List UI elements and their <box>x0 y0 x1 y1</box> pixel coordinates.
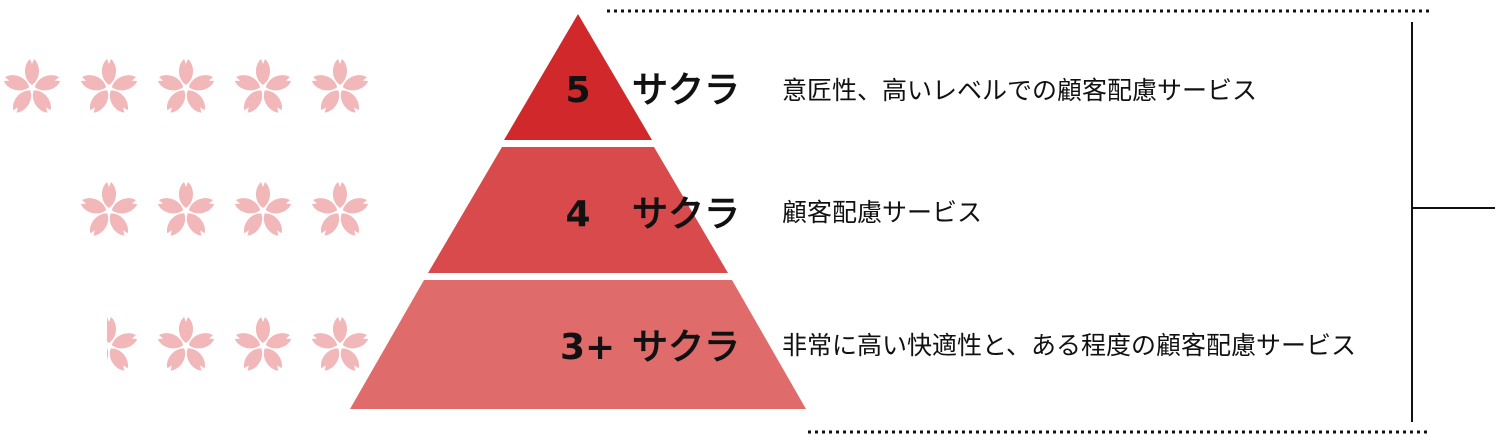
tier-rank-4: 4 <box>565 194 590 235</box>
tier-rank-5: 5 <box>565 70 590 111</box>
tier-5-blossom-rating <box>2 59 370 116</box>
pyramid-tier-top <box>504 14 652 140</box>
sakura-icon <box>233 182 293 239</box>
sakura-icon <box>2 59 62 116</box>
tier-name-4: サクラ <box>632 194 740 235</box>
tier-3plus-blossom-rating <box>79 317 370 374</box>
tier-description-4: 顧客配慮サービス <box>782 198 982 227</box>
sakura-icon <box>310 182 370 239</box>
sakura-icon <box>156 59 216 116</box>
sakura-icon <box>310 317 370 374</box>
sakura-icon <box>233 59 293 116</box>
sakura-icon <box>156 182 216 239</box>
sakura-half-icon <box>79 317 139 374</box>
sakura-icon <box>233 317 293 374</box>
tier-name-5: サクラ <box>632 70 740 111</box>
tier-description-5: 意匠性、高いレベルでの顧客配慮サービス <box>782 76 1257 105</box>
pyramid-tier-middle <box>428 147 728 273</box>
sakura-icon <box>79 182 139 239</box>
tier-description-3plus: 非常に高い快適性と、ある程度の顧客配慮サービス <box>782 331 1356 360</box>
tier-4-blossom-rating <box>79 182 370 239</box>
tier-rank-3plus: 3+ <box>560 327 615 368</box>
tier-name-3plus: サクラ <box>632 327 740 368</box>
sakura-icon <box>310 59 370 116</box>
pyramid-tier-bottom <box>350 280 806 409</box>
sakura-half-icon-wrapper <box>79 317 139 374</box>
sakura-icon <box>79 59 139 116</box>
sakura-icon <box>156 317 216 374</box>
